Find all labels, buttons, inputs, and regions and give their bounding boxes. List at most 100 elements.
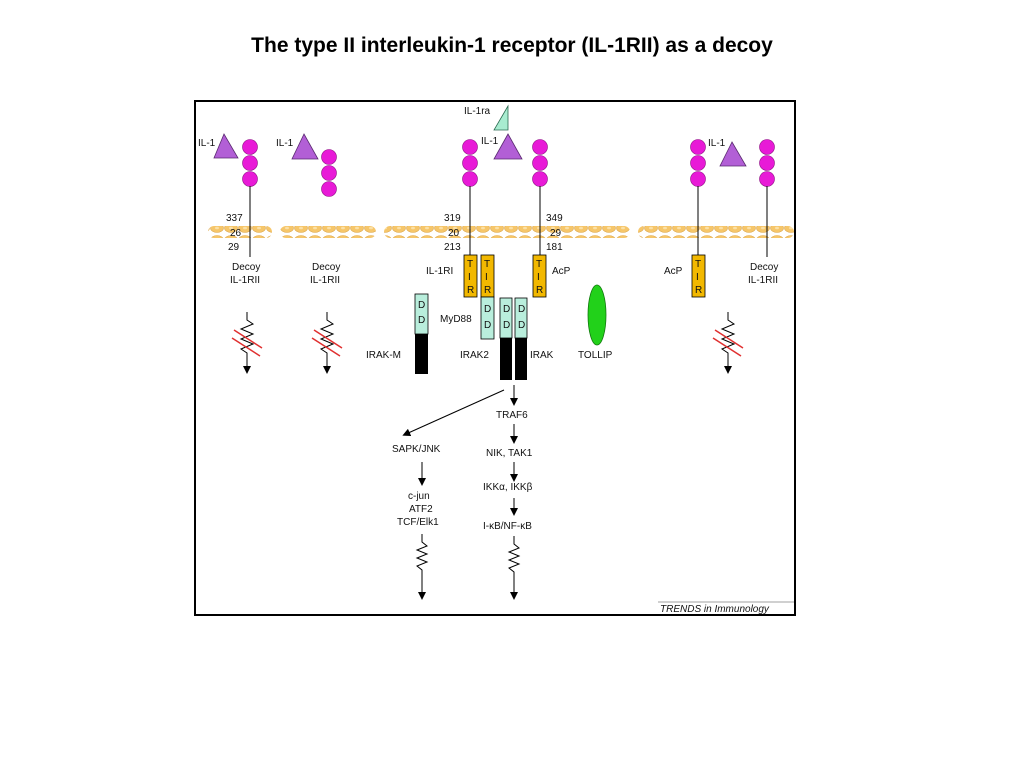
svg-text:D: D — [518, 304, 525, 315]
il1-ligand-icon — [719, 141, 747, 167]
il1-ligand-icon — [291, 133, 319, 160]
credit-label: TRENDS in Immunology — [660, 604, 770, 614]
c-jun-label: c-jun — [408, 491, 430, 502]
decoy-receptor-1: IL-1 337 26 29 Decoy IL-1RII — [198, 133, 263, 374]
ig-domain-icon — [462, 155, 478, 171]
traf6-label: TRAF6 — [496, 410, 528, 421]
blocked-signal-icon — [239, 312, 255, 374]
aa-count-213: 213 — [444, 242, 461, 253]
aa-count-319: 319 — [444, 213, 461, 224]
ig-domain-icon — [242, 155, 258, 171]
ig-domain-icon — [690, 139, 706, 155]
death-domain-myd88: D D — [480, 296, 495, 340]
ig-domain-icon — [759, 155, 775, 171]
aa-count-20: 20 — [448, 228, 460, 239]
acp-label: AcP — [664, 266, 683, 277]
svg-text:T: T — [467, 259, 473, 270]
aa-count-337: 337 — [226, 213, 243, 224]
ig-domain-icon — [321, 149, 337, 165]
ig-domain-icon — [462, 139, 478, 155]
il1-signaling-diagram: IL-1 337 26 29 Decoy IL-1RII IL-1 Decoy … — [198, 104, 794, 614]
irak-label: IRAK — [530, 350, 554, 361]
il1-ligand-icon — [213, 133, 239, 159]
svg-text:T: T — [484, 259, 490, 270]
ig-domain-icon — [690, 171, 706, 187]
decoy-receptor-2: IL-1 Decoy IL-1RII — [276, 133, 343, 374]
svg-text:D: D — [518, 320, 525, 331]
ig-domain-icon — [242, 171, 258, 187]
svg-text:I: I — [468, 272, 471, 283]
svg-text:T: T — [536, 259, 542, 270]
ikb-nfkb-label: I-κB/NF-κB — [483, 521, 532, 532]
acp-receptor-right: T I R AcP — [664, 139, 706, 298]
il1rii-label: IL-1RII — [748, 275, 778, 286]
tollip-label: TOLLIP — [578, 350, 613, 361]
page-title: The type II interleukin-1 receptor (IL-1… — [251, 34, 773, 57]
blocked-signal-icon — [319, 312, 335, 374]
svg-text:R: R — [484, 285, 491, 296]
svg-text:D: D — [503, 320, 510, 331]
atf2-label: ATF2 — [409, 504, 433, 515]
ikk-label: IKKα, IKKβ — [483, 482, 533, 493]
svg-text:T: T — [695, 259, 701, 270]
acp-label: AcP — [552, 266, 571, 277]
svg-text:R: R — [536, 285, 543, 296]
ig-domain-icon — [759, 171, 775, 187]
tollip-protein — [587, 284, 607, 346]
il1-label: IL-1 — [708, 138, 726, 149]
tir-domain-acp-right: T I R — [691, 254, 706, 298]
il1ra-label: IL-1ra — [464, 106, 491, 117]
ig-domain-icon — [532, 139, 548, 155]
ig-domain-icon — [321, 165, 337, 181]
il1ra-ligand-icon — [493, 104, 509, 131]
svg-text:R: R — [695, 285, 702, 296]
il1-label: IL-1 — [481, 136, 499, 147]
ig-domain-icon — [242, 139, 258, 155]
il1-label: IL-1 — [276, 138, 294, 149]
ig-domain-icon — [759, 139, 775, 155]
nik-tak1-label: NIK, TAK1 — [486, 448, 533, 459]
irak2-protein: D D — [499, 297, 513, 380]
blocked-signal-icon — [720, 312, 736, 374]
decoy-receptor-3: IL-1 Decoy IL-1RII — [708, 138, 778, 374]
signal-squiggle-icon — [507, 536, 521, 600]
tir-domain-acp: T I R — [532, 254, 547, 298]
decoy-label: Decoy — [750, 262, 778, 273]
irak-m-protein: D D — [414, 293, 429, 374]
il1ri-label: IL-1RI — [426, 266, 453, 277]
decoy-label: Decoy — [232, 262, 260, 273]
svg-text:D: D — [418, 300, 425, 311]
journal-credit: TRENDS in Immunology — [658, 601, 794, 614]
svg-text:D: D — [484, 304, 491, 315]
irak-protein: D D — [514, 297, 528, 380]
ig-domain-icon — [462, 171, 478, 187]
sapk-jnk-label: SAPK/JNK — [392, 444, 441, 455]
il1rii-label: IL-1RII — [310, 275, 340, 286]
downstream-pathway: TRAF6 NIK, TAK1 IKKα, IKKβ I-κB/NF-κB SA… — [392, 385, 533, 600]
ig-domain-icon — [532, 155, 548, 171]
aa-count-29: 29 — [550, 228, 562, 239]
tir-domain-il1ri: T I R — [463, 254, 478, 298]
myd88-label: MyD88 — [440, 314, 472, 325]
tcf-elk1-label: TCF/Elk1 — [397, 517, 439, 528]
svg-text:D: D — [484, 320, 491, 331]
aa-count-29: 29 — [228, 242, 240, 253]
tir-domain-myd88: T I R — [480, 254, 495, 298]
il1-ligand-icon — [493, 133, 523, 160]
svg-text:D: D — [503, 304, 510, 315]
aa-count-26: 26 — [230, 228, 242, 239]
il1ri-acp-complex: IL-1ra IL-1 319 20 213 IL-1RI 349 29 181… — [366, 104, 613, 380]
ig-domain-icon — [321, 181, 337, 197]
diagram-frame: IL-1 337 26 29 Decoy IL-1RII IL-1 Decoy … — [194, 100, 796, 616]
aa-count-349: 349 — [546, 213, 563, 224]
irak-m-label: IRAK-M — [366, 350, 401, 361]
il1-label: IL-1 — [198, 138, 216, 149]
il1rii-label: IL-1RII — [230, 275, 260, 286]
ig-domain-icon — [532, 171, 548, 187]
svg-text:D: D — [418, 315, 425, 326]
cell-membrane — [208, 226, 794, 238]
decoy-label: Decoy — [312, 262, 340, 273]
signal-squiggle-icon — [415, 534, 429, 600]
svg-text:R: R — [467, 285, 474, 296]
aa-count-181: 181 — [546, 242, 563, 253]
